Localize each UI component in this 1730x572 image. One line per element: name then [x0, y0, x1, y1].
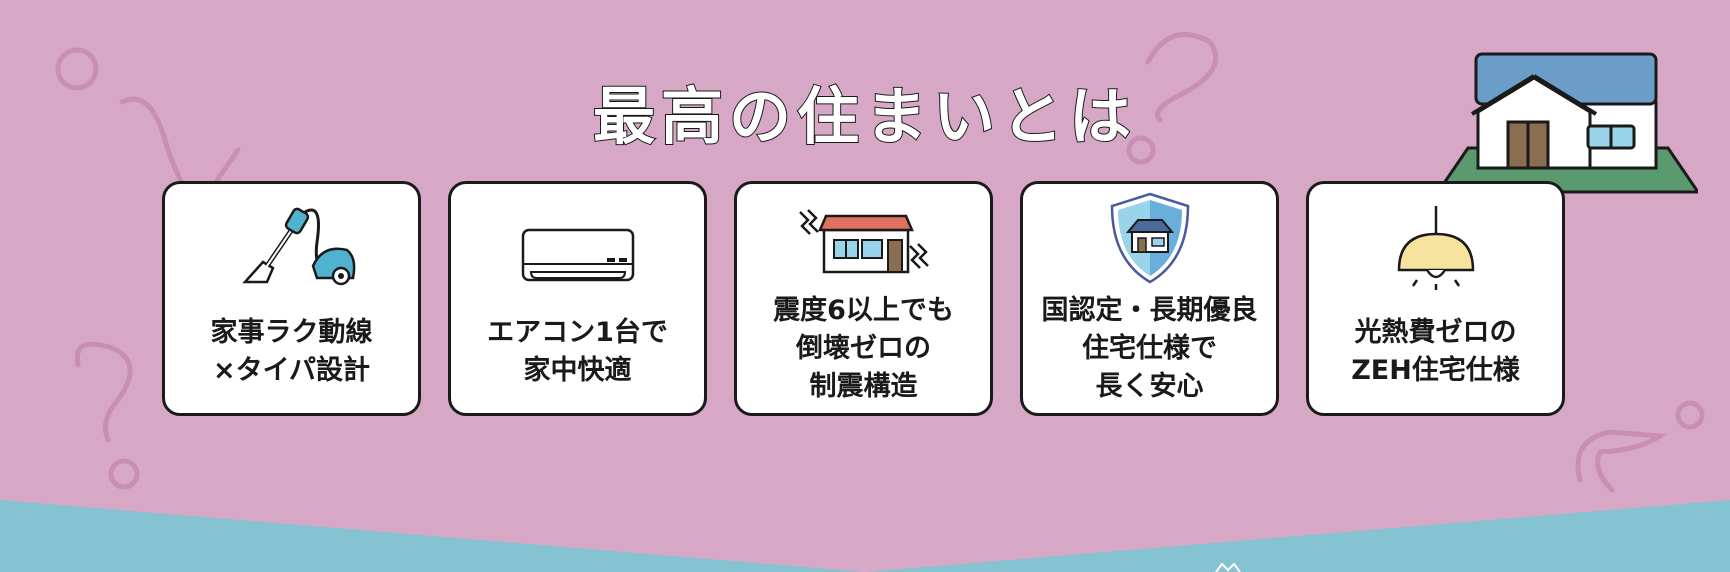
feature-label: 光熱費ゼロの ZEH住宅仕様: [1351, 317, 1520, 386]
feature-card-aircon: エアコン1台で 家中快適: [448, 181, 707, 416]
deco-circle: [55, 47, 99, 91]
deco-circle: [1675, 400, 1705, 430]
feature-label: 家事ラク動線 ×タイパ設計: [210, 317, 373, 386]
page-title: 最高の住まいとは: [592, 79, 1137, 154]
vacuum-cleaner-icon: [241, 207, 355, 286]
feature-card-zeh: 光熱費ゼロの ZEH住宅仕様: [1306, 181, 1565, 416]
earthquake-house-icon: [798, 209, 929, 274]
feature-card-certified: 国認定・長期優良 住宅仕様で 長く安心: [1020, 181, 1279, 416]
deco-question-mark: [1145, 32, 1219, 123]
air-conditioner-icon: [521, 228, 634, 282]
feature-card-seismic: 震度6以上でも 倒壊ゼロの 制震構造: [734, 181, 993, 416]
deco-circle: [108, 458, 140, 490]
pendant-lamp-icon: [1397, 206, 1474, 290]
feature-label: エアコン1台で 家中快適: [487, 317, 668, 386]
feature-label: 震度6以上でも 倒壊ゼロの 制震構造: [773, 295, 954, 402]
shield-house-icon: [1110, 192, 1189, 284]
feature-label: 国認定・長期優良 住宅仕様で 長く安心: [1041, 295, 1258, 402]
deco-question-mark: [74, 341, 133, 443]
feature-card-housework: 家事ラク動線 ×タイパ設計: [162, 181, 421, 416]
deco-question-mark: [1575, 429, 1668, 493]
deco-circle: [1126, 135, 1156, 165]
